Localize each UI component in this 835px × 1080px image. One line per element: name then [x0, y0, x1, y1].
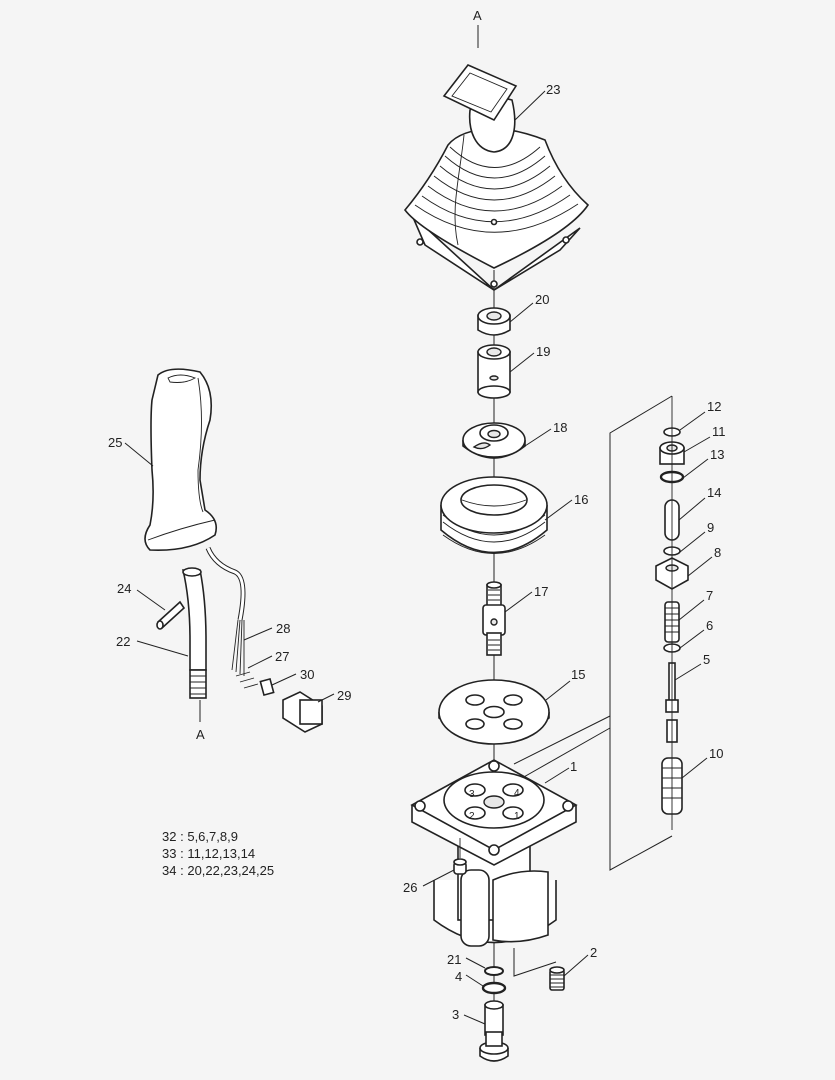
pin-part-24: [156, 600, 186, 630]
callout-4: 4: [455, 969, 463, 984]
port-number-3: 3: [469, 789, 475, 800]
terminals-part-27: [235, 671, 259, 689]
callout-7: 7: [706, 588, 714, 603]
port-number-4: 4: [514, 788, 520, 799]
callout-18: 18: [553, 420, 568, 435]
callout-22: 22: [116, 634, 131, 649]
kit-legend-row: 32 : 5,6,7,8,9: [162, 829, 238, 844]
kit-legend: 32 : 5,6,7,8,9 33 : 11,12,13,14 34 : 20,…: [162, 828, 274, 879]
bottom-parts: [479, 966, 565, 1062]
cam-part-18: [462, 422, 526, 459]
callout-10: 10: [709, 746, 724, 761]
connector-housing-part-29: [282, 691, 323, 733]
kit-legend-row: 33 : 11,12,13,14: [162, 846, 256, 861]
callout-8: 8: [714, 545, 722, 560]
callout-26: 26: [403, 880, 418, 895]
kit-bracket-33-32: [609, 395, 673, 871]
callout-3: 3: [452, 1007, 460, 1022]
callout-23: 23: [546, 82, 561, 97]
boot-seal-part-16: [440, 476, 548, 554]
reference-mark-a-bottom: A: [196, 727, 205, 742]
port-number-2: 2: [469, 811, 475, 822]
callout-2: 2: [590, 945, 598, 960]
rubber-boot-part-23: [403, 64, 590, 292]
universal-joint-part-17: [482, 581, 506, 656]
callout-12: 12: [707, 399, 722, 414]
callout-5: 5: [703, 652, 711, 667]
callout-11: 11: [712, 424, 726, 439]
callout-30: 30: [300, 667, 315, 682]
nut-part-20: [477, 307, 511, 336]
callout-19: 19: [536, 344, 551, 359]
callout-9: 9: [707, 520, 715, 535]
plate-part-15: [438, 679, 550, 745]
reference-mark-a-top: A: [473, 8, 482, 23]
callout-14: 14: [707, 485, 722, 500]
grip-part-25: [144, 368, 218, 552]
callout-16: 16: [574, 492, 589, 507]
callout-1: 1: [570, 759, 578, 774]
lever-part-22: [181, 567, 207, 699]
housing-body-part-1: [410, 759, 578, 947]
callout-6: 6: [706, 618, 714, 633]
callout-15: 15: [571, 667, 586, 682]
kit-legend-row: 34 : 20,22,23,24,25: [162, 863, 275, 878]
retainer-part-30: [259, 677, 275, 697]
callout-20: 20: [535, 292, 550, 307]
plug-part-26: [453, 858, 467, 875]
callout-27: 27: [275, 649, 290, 664]
callout-21: 21: [447, 952, 462, 967]
callout-13: 13: [710, 447, 725, 462]
callout-24: 24: [117, 581, 132, 596]
callout-28: 28: [276, 621, 291, 636]
callout-25: 25: [108, 435, 123, 450]
port-number-1: 1: [514, 811, 520, 822]
coupling-nut-part-19: [477, 344, 511, 399]
callout-29: 29: [337, 688, 352, 703]
callout-17: 17: [534, 584, 549, 599]
